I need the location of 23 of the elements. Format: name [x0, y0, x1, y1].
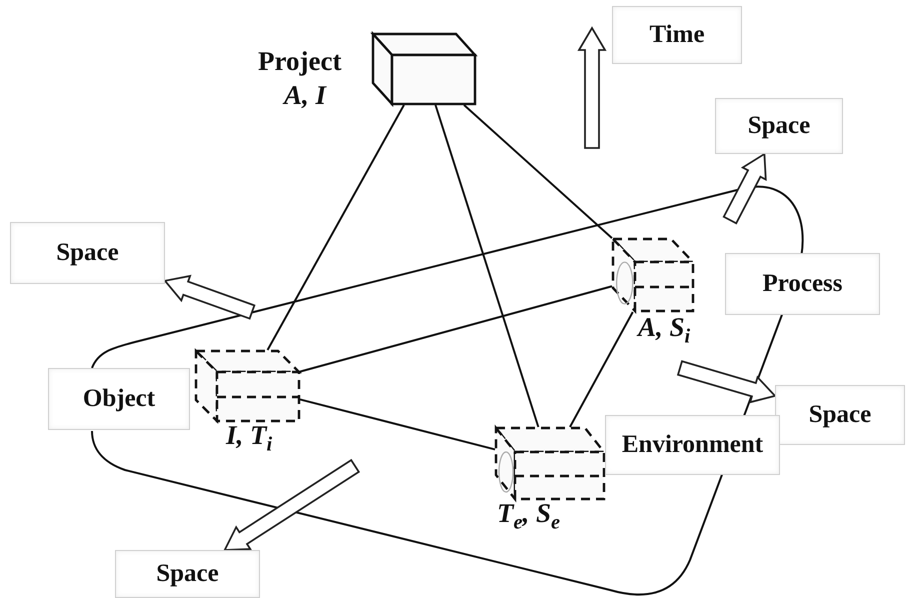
- label-box: Space: [10, 222, 165, 284]
- node-caption: A, S$_{i}$: [638, 312, 690, 348]
- label-box: Process: [725, 253, 880, 315]
- label-box: Object: [48, 368, 190, 430]
- connector-line: [434, 104, 540, 428]
- label-box: Environment: [605, 415, 780, 475]
- connector-line: [266, 104, 405, 350]
- connector-line: [569, 312, 634, 428]
- block-arrow: [223, 458, 360, 551]
- block-arrow: [163, 274, 256, 320]
- block-arrow: [676, 360, 777, 404]
- block-arrow: [722, 152, 767, 224]
- label-box: Space: [715, 98, 843, 154]
- connector-line: [300, 285, 612, 373]
- label-box: Time: [612, 6, 742, 64]
- label-box: Space: [775, 385, 905, 445]
- node-caption: Project: [258, 46, 342, 77]
- node-caption: A, I: [284, 80, 326, 111]
- node-caption: I, T$_{i}$: [226, 420, 272, 456]
- connector-line: [463, 104, 613, 239]
- node-caption: T$_{e}$, S$_{e}$: [497, 498, 560, 534]
- connector-line: [300, 398, 496, 450]
- label-box: Space: [115, 550, 260, 598]
